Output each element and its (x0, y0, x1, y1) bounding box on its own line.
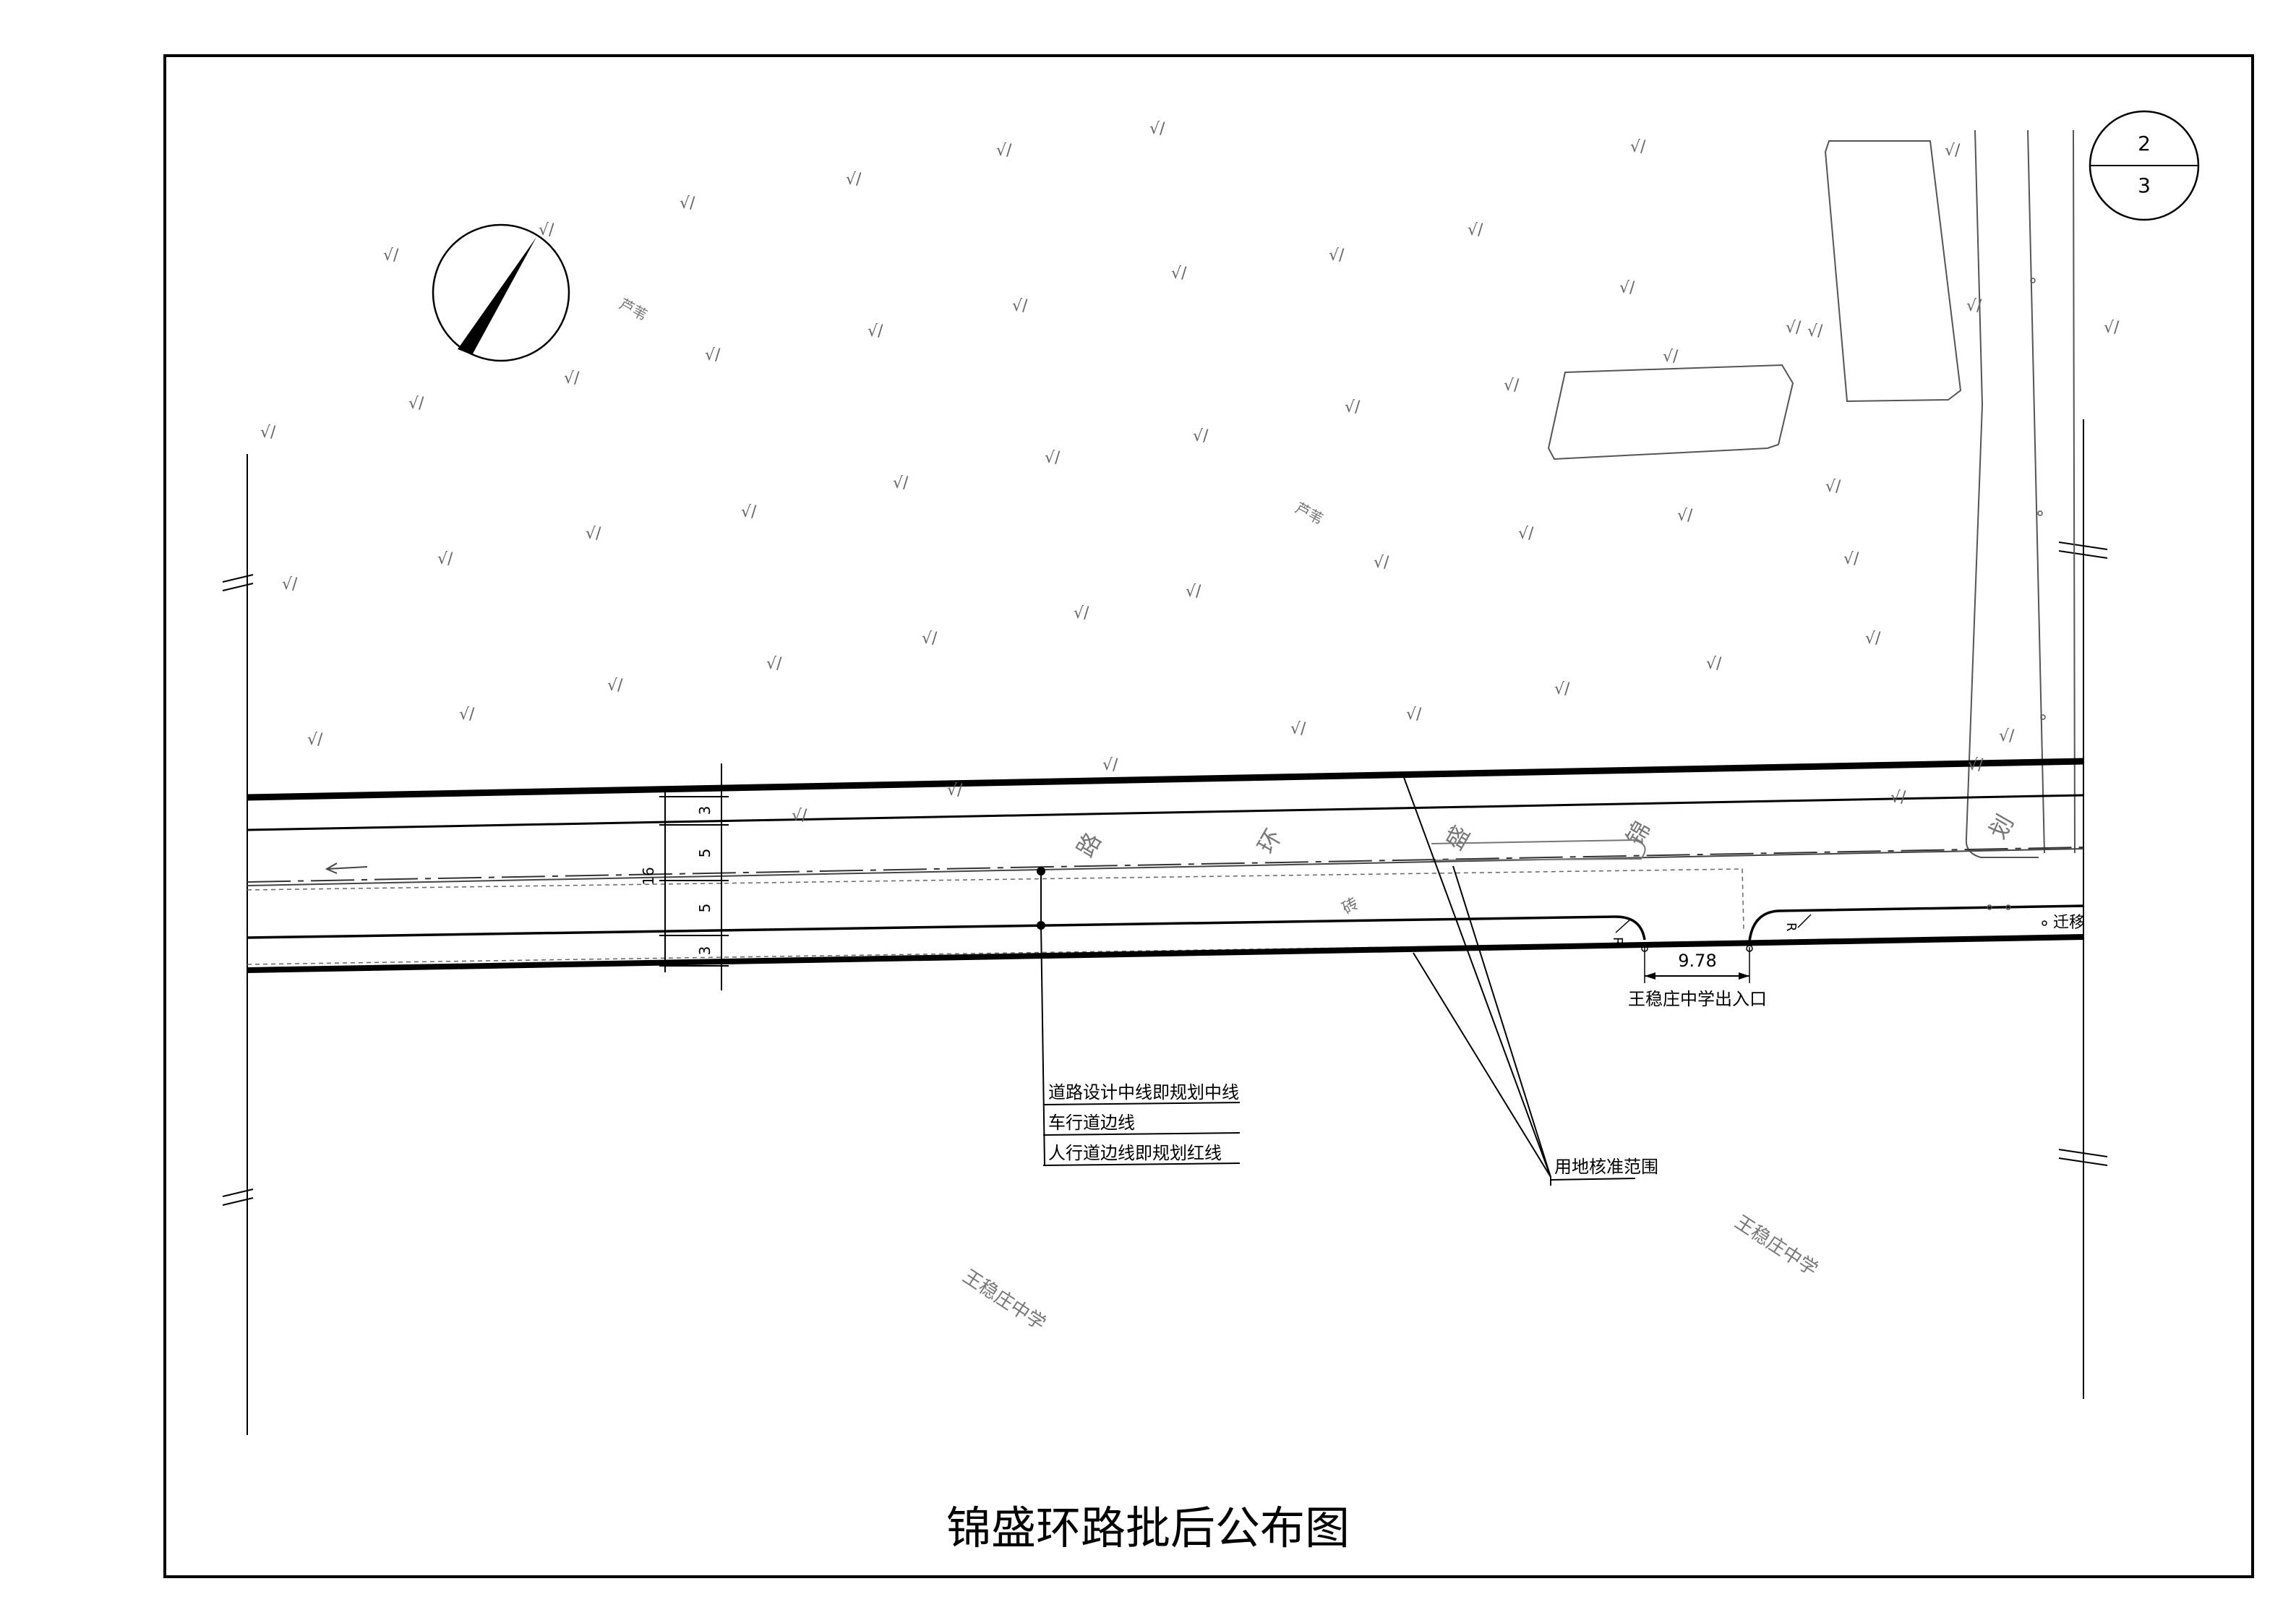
vegetation-symbol: √/ (1290, 720, 1306, 738)
vegetation-symbol: √/ (922, 630, 938, 648)
vegetation-symbol: √/ (1329, 247, 1345, 265)
vegetation-symbol: √/ (846, 171, 862, 189)
vegetation-symbol: √/ (1825, 478, 1841, 496)
drawing-frame (163, 54, 2254, 1578)
building-outline (1824, 140, 1962, 403)
vegetation-symbol: √/ (437, 550, 453, 568)
vegetation-symbol: √/ (1171, 265, 1187, 283)
vegetation-symbol: √/ (607, 677, 623, 695)
total-width-label: 16 (640, 867, 657, 885)
road-name-char: 环 (1252, 824, 1288, 858)
vegetation-symbol: √/ (947, 781, 963, 800)
vegetation-symbol: √/ (260, 424, 276, 442)
vegetation-symbol: √/ (1999, 727, 2015, 745)
building-outline (1547, 364, 1794, 461)
legend-callout: 道路设计中线即规划中线 车行道边线 人行道边线即规划红线 (1040, 925, 1241, 1166)
vegetation-symbol: √/ (1149, 120, 1165, 138)
dimension-label: 5 (696, 904, 714, 913)
radius-label: R (1783, 922, 1799, 932)
vegetation-symbol: √/ (307, 731, 323, 749)
vegetation-symbol: √/ (1945, 142, 1961, 160)
pavement-label: 砖 (1340, 895, 1363, 919)
vegetation-symbol: √/ (1518, 525, 1534, 543)
legend-carriageway-edge: 车行道边线 (1048, 1113, 1135, 1133)
vegetation-symbol: √/ (1012, 297, 1028, 315)
road-centerline (247, 847, 2084, 883)
vegetation-symbol: √/ (1102, 756, 1118, 774)
vegetation-symbol: √/ (1663, 348, 1679, 366)
vegetation-symbol: √/ (539, 221, 554, 239)
vegetation-symbol: √/ (1468, 221, 1483, 239)
south-red-line (247, 934, 2084, 973)
vegetation-symbol: √/ (1186, 583, 1201, 601)
vegetation-symbol: √/ (1406, 706, 1422, 724)
land-approval-callout: 用地核准范围 (1402, 773, 1658, 1186)
area-label: 芦苇 (1293, 499, 1327, 528)
relocate-label: 迁移 (2053, 914, 2085, 932)
vegetation-symbol: √/ (1786, 319, 1802, 337)
vegetation-symbol: √/ (459, 706, 475, 724)
road-name-char: 划 (1984, 810, 2019, 844)
land-approval-label: 用地核准范围 (1554, 1157, 1658, 1177)
vegetation-symbol: √/ (996, 142, 1012, 160)
vegetation-symbol: √/ (1865, 630, 1881, 648)
vegetation-symbol: √/ (1045, 449, 1061, 467)
road-plan: 3 5 5 3 16 路 环 盛 锦 划 砖 迁移 R R (247, 758, 2085, 990)
vegetation-symbol: √/ (893, 474, 909, 492)
area-label: 王稳庄中学 (1731, 1212, 1821, 1281)
vegetation-symbol: √/ (741, 503, 757, 521)
vegetation-symbol: √/ (1968, 756, 1984, 774)
vegetation-symbol: √/ (1374, 554, 1389, 572)
sheet-number: 2 (2138, 132, 2151, 155)
road-name-char: 路 (1071, 828, 1107, 862)
vegetation-symbol: √/ (1074, 604, 1089, 622)
sheet-total: 3 (2138, 174, 2151, 197)
drawing-title: 锦盛环路批后公布图 (946, 1502, 1350, 1554)
vegetation-symbol: √/ (680, 194, 695, 213)
radius-label: R (1610, 937, 1625, 946)
vegetation-symbol: √/ (1966, 297, 1982, 315)
vegetation-symbol: √/ (705, 346, 721, 364)
vegetation-symbol: √/ (868, 322, 883, 341)
vegetation-symbol: √/ (1554, 680, 1570, 698)
entrance-width: 9.78 (1678, 951, 1716, 971)
legend-sidewalk-edge: 人行道边线即规划红线 (1048, 1143, 1222, 1163)
vegetation-symbol: √/ (766, 655, 782, 673)
dimension-label: 5 (696, 849, 714, 858)
vegetation-symbol: √/ (1807, 322, 1823, 341)
north-arrow-icon (432, 223, 570, 362)
vegetation-symbol: √/ (1677, 507, 1693, 525)
vegetation-symbol: √/ (383, 247, 399, 265)
vegetation-symbol: √/ (1619, 279, 1635, 297)
vegetation-symbol: √/ (1843, 550, 1859, 568)
vegetation-symbol: √/ (586, 525, 601, 543)
vegetation-symbol: √/ (792, 807, 808, 825)
vegetation-symbol: √/ (1706, 655, 1722, 673)
road-name-char: 锦 (1621, 816, 1656, 850)
vegetation-symbol: √/ (1890, 789, 1906, 807)
area-label: 芦苇 (617, 295, 651, 324)
vegetation-symbols: √/ √/ √/ √/ √/ √/ √/ √/ √/ √/ √/ √/ √/ √/ √/ √/ √/ √/ √/ √/… (260, 120, 2120, 825)
vegetation-symbol: √/ (564, 369, 580, 387)
vegetation-symbol: √/ (1630, 138, 1646, 156)
area-label: 王稳庄中学 (959, 1266, 1049, 1335)
entrance-label: 王稳庄中学出入口 (1628, 989, 1767, 1009)
vegetation-symbol: √/ (1193, 427, 1209, 445)
north-red-line (247, 758, 2084, 801)
vegetation-symbol: √/ (408, 395, 424, 413)
vegetation-symbol: √/ (2104, 319, 2120, 337)
sheet-number-badge: 2 3 (2089, 110, 2200, 221)
road-name-char: 盛 (1440, 821, 1475, 855)
dimension-label: 3 (696, 946, 714, 956)
dimension-label: 3 (696, 806, 714, 815)
legend-centerline: 道路设计中线即规划中线 (1048, 1082, 1239, 1102)
vegetation-symbol: √/ (282, 575, 298, 594)
vegetation-symbol: √/ (1345, 398, 1361, 416)
vegetation-symbol: √/ (1504, 377, 1520, 395)
entrance-dimension: 9.78 王稳庄中学出入口 (1628, 945, 1767, 1009)
